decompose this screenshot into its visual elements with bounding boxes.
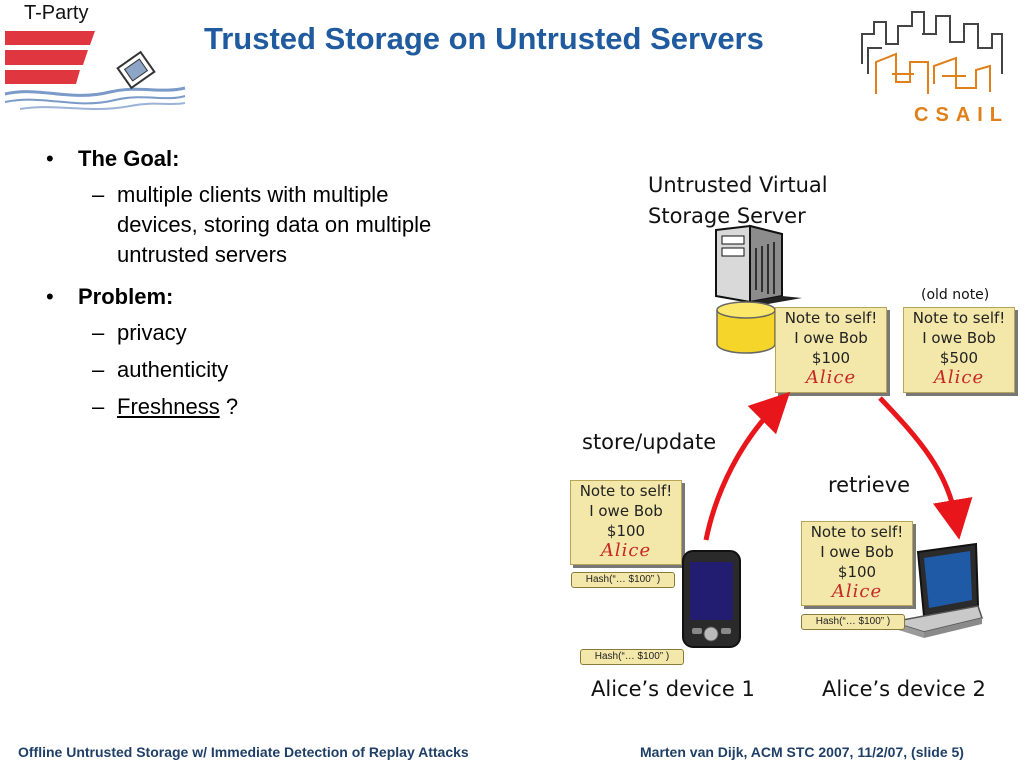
csail-logo: CSAIL xyxy=(861,11,1009,124)
phone-icon xyxy=(682,550,741,648)
footer-right: Marten van Dijk, ACM STC 2007, 11/2/07, … xyxy=(640,744,964,760)
retrieve-arrow xyxy=(878,396,973,540)
problem-item-2: authenticity xyxy=(117,357,229,382)
csail-logo-text: CSAIL xyxy=(914,104,1009,124)
device1-hash: Hash(“… $100” ) xyxy=(580,649,684,665)
device2-hash: Hash(“… $100” ) xyxy=(801,614,905,630)
bullet-dot: • xyxy=(46,284,54,309)
footer-left: Offline Untrusted Storage w/ Immediate D… xyxy=(18,744,469,760)
server-label: Untrusted Virtual Storage Server xyxy=(648,173,828,228)
freshness-link: Freshness xyxy=(117,394,220,419)
tparty-logo xyxy=(4,31,186,111)
server-note-current: Note to self! I owe Bob $100 Alice xyxy=(775,307,887,393)
old-note-label: (old note) xyxy=(921,287,990,303)
retrieve-label: retrieve xyxy=(828,473,911,497)
store-update-label: store/update xyxy=(582,430,717,454)
problem-heading: Problem: xyxy=(78,284,174,309)
alice-signature: Alice xyxy=(600,540,652,561)
device1-label: Alice’s device 1 xyxy=(591,677,755,701)
problem-item-3: Freshness ? xyxy=(117,394,239,419)
dash: – xyxy=(92,182,105,207)
problem-item-1: privacy xyxy=(117,320,187,345)
laptop-icon xyxy=(891,542,983,638)
device2-label: Alice’s device 2 xyxy=(822,677,986,701)
alice-signature: Alice xyxy=(831,581,883,602)
store-update-arrow xyxy=(703,391,791,541)
server-note-old: Note to self! I owe Bob $500 Alice xyxy=(903,307,1015,393)
slide-title: Trusted Storage on Untrusted Servers xyxy=(204,21,764,56)
server-tower-icon xyxy=(715,224,802,304)
goal-line-3: untrusted servers xyxy=(117,242,287,267)
alice-signature: Alice xyxy=(933,367,985,388)
goal-line-1: multiple clients with multiple xyxy=(117,182,389,207)
device2-note: Note to self! I owe Bob $100 Alice xyxy=(801,521,913,606)
alice-signature: Alice xyxy=(805,367,857,388)
bullet-dot: • xyxy=(46,146,54,171)
goal-heading: The Goal: xyxy=(78,146,180,171)
device1-note: Note to self! I owe Bob $100 Alice xyxy=(570,480,682,565)
device1-note-hash: Hash(“… $100” ) xyxy=(571,572,675,588)
tparty-logo-text: T-Party xyxy=(24,2,89,24)
goal-line-2: devices, storing data on multiple xyxy=(117,212,432,237)
